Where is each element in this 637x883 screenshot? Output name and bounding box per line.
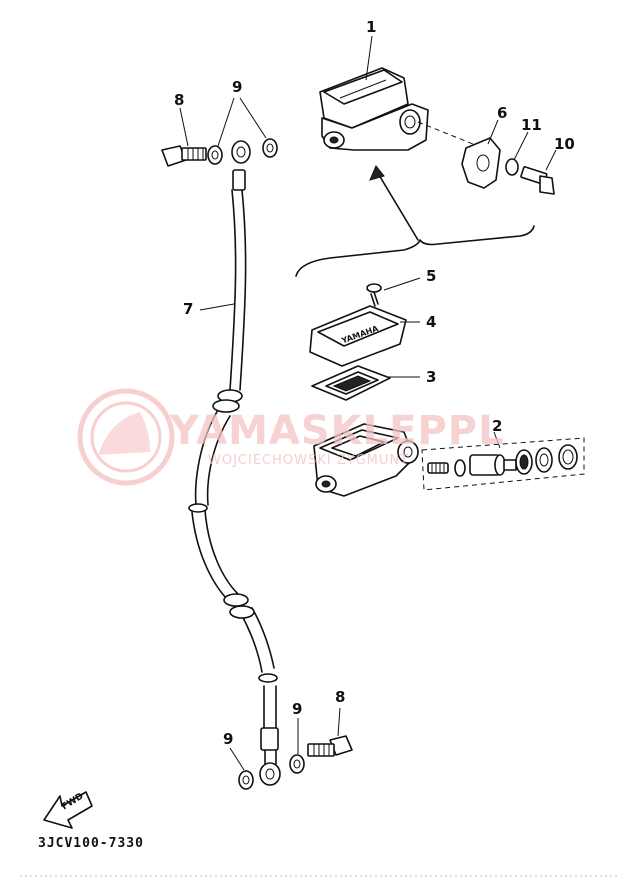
callout-4: 4 bbox=[426, 313, 437, 331]
callout-5: 5 bbox=[426, 267, 437, 285]
bottom-union-bolt bbox=[307, 735, 353, 757]
watermark-emblem bbox=[77, 388, 175, 486]
diagram-code: 3JCV100-7330 bbox=[38, 836, 144, 851]
washer-clamp bbox=[505, 158, 519, 176]
master-cylinder-body bbox=[313, 423, 419, 497]
callout-8-top: 8 bbox=[174, 91, 185, 109]
washer-bottom-left bbox=[238, 770, 254, 790]
piston-kit bbox=[421, 437, 585, 491]
callout-3: 3 bbox=[426, 368, 437, 386]
brake-hose bbox=[188, 140, 281, 786]
callout-9-top: 9 bbox=[232, 78, 243, 96]
exploded-view-bracket bbox=[295, 225, 535, 277]
callout-8-bottom: 8 bbox=[335, 688, 346, 706]
fwd-arrow-icon bbox=[43, 791, 93, 829]
washer-top-left bbox=[207, 145, 223, 165]
callout-6: 6 bbox=[497, 104, 508, 122]
master-cylinder-assembly bbox=[319, 67, 479, 151]
watermark-subtitle: WOJCIECHOWSKI ZYGMUNT bbox=[208, 453, 410, 468]
clamp-bolt bbox=[520, 165, 555, 195]
callout-1: 1 bbox=[366, 18, 377, 36]
callout-2: 2 bbox=[492, 417, 503, 435]
screw bbox=[366, 283, 382, 307]
clamp-holder bbox=[461, 137, 501, 189]
washer-bottom-right bbox=[289, 754, 305, 774]
leader-lines bbox=[179, 35, 557, 771]
callout-10: 10 bbox=[554, 135, 575, 153]
callout-7: 7 bbox=[183, 300, 194, 318]
callout-9-bottom-right: 9 bbox=[292, 700, 303, 718]
callout-11: 11 bbox=[521, 116, 542, 134]
callout-9-bottom-left: 9 bbox=[223, 730, 234, 748]
top-union-bolt bbox=[161, 145, 207, 167]
washer-top-right bbox=[262, 138, 278, 158]
reservoir-cap: YAMAHA bbox=[309, 305, 407, 367]
exploded-arrow bbox=[375, 169, 419, 241]
diaphragm bbox=[311, 365, 391, 401]
watermark-title: YAMASKLEPPL bbox=[170, 408, 505, 454]
